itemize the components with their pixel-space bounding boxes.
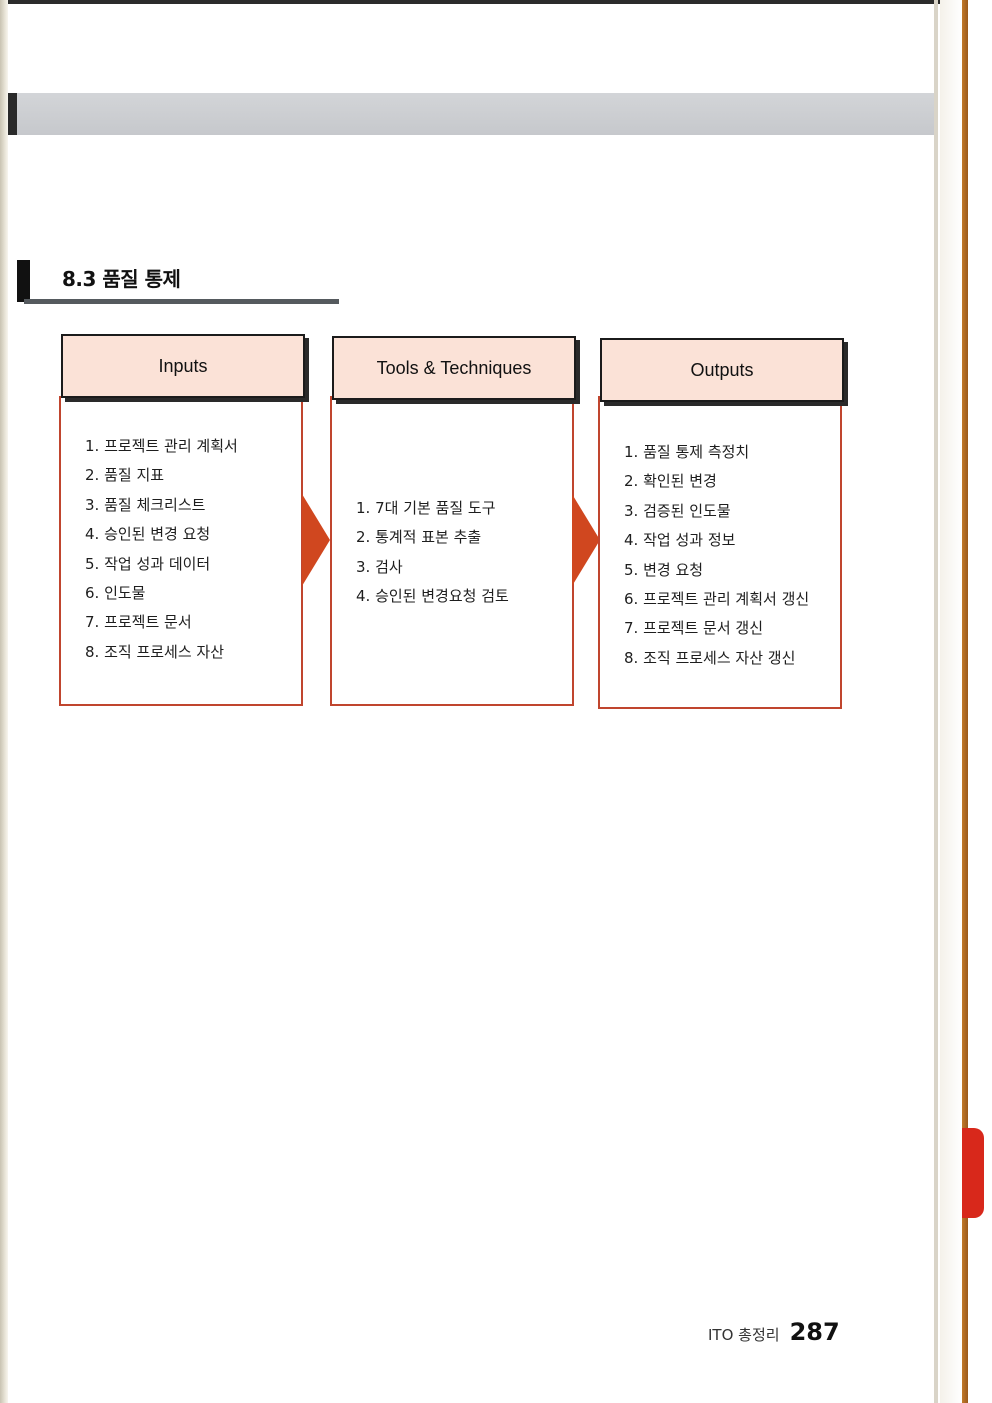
page-footer: ITO 총정리 287 — [708, 1318, 840, 1346]
list-item: 4. 작업 성과 정보 — [624, 531, 736, 550]
list-item: 3. 검사 — [356, 557, 403, 576]
tools-header: Tools & Techniques — [332, 336, 576, 400]
list-item: 2. 품질 지표 — [85, 466, 165, 485]
section-heading-bar — [17, 260, 30, 302]
list-item: 3. 품질 체크리스트 — [85, 495, 206, 514]
section-underline — [24, 299, 339, 304]
list-item: 5. 작업 성과 데이터 — [85, 554, 211, 573]
header-band — [8, 93, 934, 135]
page-binding-shadow — [0, 0, 8, 1403]
list-item: 2. 통계적 표본 추출 — [356, 528, 482, 547]
section-title: 8.3 품질 통제 — [62, 267, 181, 291]
list-item: 5. 변경 요청 — [624, 560, 704, 579]
header-band-tab — [8, 93, 17, 135]
inputs-header-label: Inputs — [158, 355, 208, 376]
arrow-right-icon — [572, 494, 600, 586]
inputs-box: 1. 프로젝트 관리 계획서 2. 품질 지표 3. 품질 체크리스트 4. 승… — [59, 396, 303, 706]
list-item: 1. 품질 통제 측정치 — [624, 443, 750, 461]
tools-box: 1. 7대 기본 품질 도구 2. 통계적 표본 추출 3. 검사 4. 승인된… — [330, 396, 574, 706]
outputs-list: 1. 품질 통제 측정치 2. 확인된 변경 3. 검증된 인도물 4. 작업 … — [624, 438, 809, 673]
outputs-box: 1. 품질 통제 측정치 2. 확인된 변경 3. 검증된 인도물 4. 작업 … — [598, 396, 842, 709]
inputs-header: Inputs — [61, 334, 305, 398]
list-item: 8. 조직 프로세스 자산 갱신 — [624, 648, 796, 667]
tools-list: 1. 7대 기본 품질 도구 2. 통계적 표본 추출 3. 검사 4. 승인된… — [356, 494, 509, 612]
arrow-right-icon — [302, 494, 330, 586]
list-item: 1. 7대 기본 품질 도구 — [356, 499, 496, 517]
list-item: 4. 승인된 변경 요청 — [85, 525, 211, 544]
list-item: 8. 조직 프로세스 자산 — [85, 642, 225, 661]
list-item: 7. 프로젝트 문서 — [85, 613, 192, 632]
tools-header-label: Tools & Techniques — [376, 357, 532, 378]
list-item: 1. 프로젝트 관리 계획서 — [85, 437, 238, 455]
page-edge-line — [934, 0, 938, 1403]
list-item: 6. 프로젝트 관리 계획서 갱신 — [624, 589, 810, 608]
outputs-header-label: Outputs — [690, 359, 754, 380]
inputs-list: 1. 프로젝트 관리 계획서 2. 품질 지표 3. 품질 체크리스트 4. 승… — [85, 432, 238, 667]
list-item: 6. 인도물 — [85, 583, 146, 602]
footer-book-title: ITO 총정리 — [708, 1326, 780, 1344]
book-cover-edge — [962, 0, 968, 1403]
index-tab — [962, 1128, 984, 1218]
list-item: 7. 프로젝트 문서 갱신 — [624, 619, 764, 638]
list-item: 3. 검증된 인도물 — [624, 501, 731, 520]
list-item: 4. 승인된 변경요청 검토 — [356, 587, 509, 606]
page-number: 287 — [789, 1318, 840, 1346]
outputs-header: Outputs — [600, 338, 844, 402]
page-edge-margin — [940, 0, 962, 1403]
list-item: 2. 확인된 변경 — [624, 472, 717, 491]
page-top-edge — [0, 0, 992, 4]
